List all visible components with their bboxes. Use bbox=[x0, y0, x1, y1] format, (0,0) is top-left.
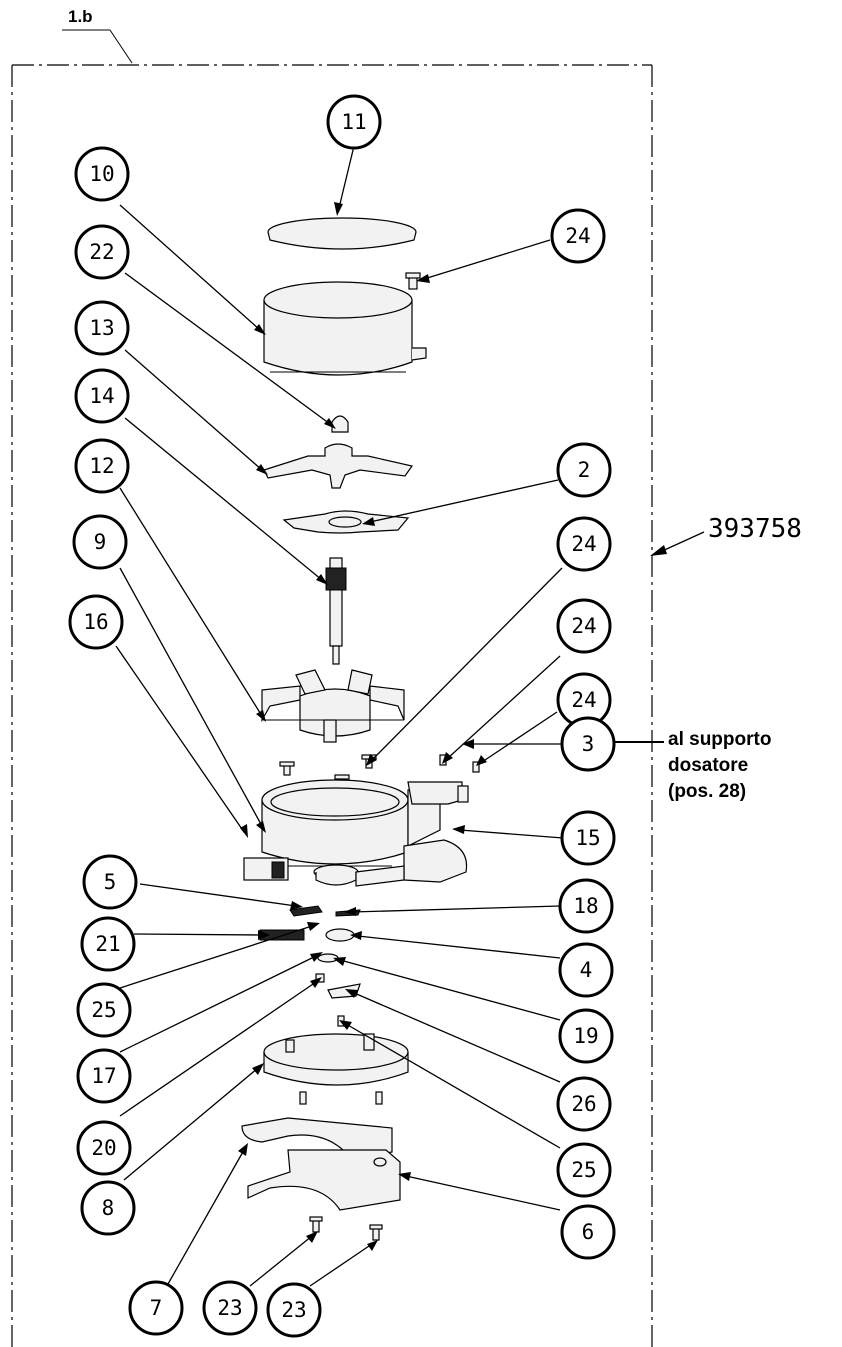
part-2-plate bbox=[282, 510, 410, 534]
svg-text:24: 24 bbox=[565, 224, 590, 248]
svg-text:8: 8 bbox=[102, 1196, 115, 1220]
part-10-hopper-ring bbox=[263, 281, 427, 376]
svg-text:9: 9 bbox=[94, 530, 107, 554]
svg-text:17: 17 bbox=[91, 1064, 116, 1088]
svg-text:2: 2 bbox=[578, 458, 591, 482]
balloon-24: 24 bbox=[556, 516, 612, 572]
drawing-number-callout: 393758 bbox=[650, 514, 802, 556]
balloon-19: 19 bbox=[558, 1008, 614, 1064]
balloon-15: 15 bbox=[560, 810, 616, 866]
sheet-label: 1.b bbox=[62, 7, 133, 64]
part-11-lid bbox=[267, 217, 417, 250]
svg-text:16: 16 bbox=[83, 610, 108, 634]
svg-text:24: 24 bbox=[571, 688, 596, 712]
balloon-25: 25 bbox=[556, 1142, 612, 1198]
balloon-4: 4 bbox=[558, 942, 614, 998]
svg-text:393758: 393758 bbox=[708, 514, 802, 544]
balloon-24: 24 bbox=[550, 208, 606, 264]
balloon-16: 16 bbox=[68, 594, 124, 650]
part-12-impeller bbox=[261, 669, 405, 743]
balloon-2: 2 bbox=[556, 442, 612, 498]
balloon-9: 9 bbox=[72, 514, 128, 570]
svg-text:1.b: 1.b bbox=[68, 7, 93, 26]
svg-text:7: 7 bbox=[150, 1296, 163, 1320]
svg-text:19: 19 bbox=[573, 1024, 598, 1048]
balloon-21: 21 bbox=[80, 916, 136, 972]
svg-text:25: 25 bbox=[91, 998, 116, 1022]
leader-lines bbox=[115, 145, 664, 1287]
svg-text:21: 21 bbox=[95, 932, 120, 956]
parts bbox=[241, 217, 480, 1241]
balloon-17: 17 bbox=[76, 1048, 132, 1104]
balloon-22: 22 bbox=[74, 224, 130, 280]
svg-text:22: 22 bbox=[89, 240, 114, 264]
part-23-screws bbox=[309, 1216, 383, 1241]
svg-text:25: 25 bbox=[571, 1158, 596, 1182]
connection-note: al supporto dosatore (pos. 28) bbox=[668, 729, 771, 802]
balloon-5: 5 bbox=[82, 854, 138, 910]
svg-text:12: 12 bbox=[89, 454, 114, 478]
part-24-screw bbox=[405, 272, 421, 290]
svg-text:20: 20 bbox=[91, 1136, 116, 1160]
balloon-18: 18 bbox=[558, 878, 614, 934]
svg-text:13: 13 bbox=[89, 316, 114, 340]
part-13-star-wheel bbox=[263, 443, 414, 489]
part-14-shaft bbox=[325, 557, 347, 665]
balloon-3: 3 bbox=[560, 716, 616, 772]
svg-text:10: 10 bbox=[89, 162, 114, 186]
svg-text:5: 5 bbox=[104, 870, 117, 894]
svg-text:(pos. 28): (pos. 28) bbox=[668, 781, 746, 802]
svg-text:18: 18 bbox=[573, 894, 598, 918]
svg-text:23: 23 bbox=[217, 1296, 242, 1320]
balloon-6: 6 bbox=[560, 1204, 616, 1260]
svg-text:6: 6 bbox=[582, 1220, 595, 1244]
balloon-10: 10 bbox=[74, 146, 130, 202]
svg-text:23: 23 bbox=[281, 1298, 306, 1322]
part-22-cap bbox=[331, 415, 349, 433]
part-3-bracket bbox=[407, 781, 469, 805]
part-15-chute bbox=[313, 839, 468, 887]
part-6-support bbox=[247, 1149, 401, 1211]
svg-text:14: 14 bbox=[89, 384, 114, 408]
svg-text:15: 15 bbox=[575, 826, 600, 850]
sheet-frame bbox=[11, 64, 653, 1347]
svg-text:24: 24 bbox=[571, 614, 596, 638]
balloon-23: 23 bbox=[266, 1282, 322, 1338]
balloon-7: 7 bbox=[128, 1280, 184, 1336]
part-16-switch bbox=[243, 857, 289, 881]
balloon-12: 12 bbox=[74, 438, 130, 494]
balloon-24: 24 bbox=[556, 598, 612, 654]
balloon-13: 13 bbox=[74, 300, 130, 356]
balloon-11: 11 bbox=[326, 94, 382, 150]
svg-text:11: 11 bbox=[341, 110, 366, 134]
svg-text:24: 24 bbox=[571, 532, 596, 556]
svg-text:dosatore: dosatore bbox=[668, 755, 748, 776]
balloon-24: 24 bbox=[556, 672, 612, 728]
svg-text:26: 26 bbox=[571, 1092, 596, 1116]
svg-text:al supporto: al supporto bbox=[668, 729, 771, 750]
part-8-base bbox=[263, 1033, 409, 1105]
svg-text:3: 3 bbox=[582, 732, 595, 756]
balloon-23: 23 bbox=[202, 1280, 258, 1336]
balloon-14: 14 bbox=[74, 368, 130, 424]
balloon-26: 26 bbox=[556, 1076, 612, 1132]
balloon-8: 8 bbox=[80, 1180, 136, 1236]
balloon-25: 25 bbox=[76, 982, 132, 1038]
svg-text:4: 4 bbox=[580, 958, 593, 982]
balloon-20: 20 bbox=[76, 1120, 132, 1176]
